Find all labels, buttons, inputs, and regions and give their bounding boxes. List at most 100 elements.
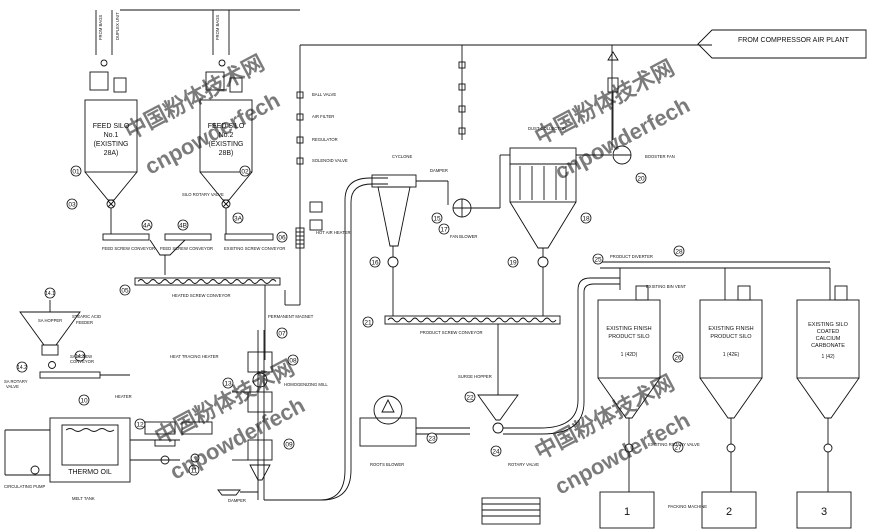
surge-hopper [477,394,519,434]
marker-n141 [44,287,56,299]
cyclone-label: CYCLONE [392,154,412,159]
number-n12: 12 [136,421,144,428]
product-screw-conveyor [384,315,561,395]
existing-screw-label: EXISTING SCREW CONVEYOR [224,246,285,251]
marker-n10 [78,394,90,406]
marker-n6 [276,231,288,243]
finish-silo-2-line1: EXISTING FINISH [708,326,753,332]
number-n8: 08 [289,357,297,364]
permanent-magnet-label: PERMANENT MAGNET [268,314,314,319]
cyclone [371,174,449,316]
marker-n15 [431,212,443,224]
marker-n27 [672,441,684,453]
marker-n143 [74,350,86,362]
packing-station-boxes [599,491,852,529]
sa-rotary-label-2: VALVE [6,384,19,389]
finish-silo-2-tag: 1 (42E) [723,352,740,358]
compressed-air-header [284,44,712,306]
packing-station-2: 2 [726,506,732,518]
sa-screw-label-1: SA SCREW [70,354,92,359]
feed-screw-a-label: FEED SCREW CONVEYOR [102,246,155,251]
number-n4b: 4B [179,222,187,229]
number-n15: 15 [433,215,441,222]
dust-collector [509,147,612,316]
roots-blower-label: ROOTS BLOWER [370,462,404,467]
marker-n9 [283,438,295,450]
air-header-instruments [296,61,466,231]
number-n1: 01 [72,168,80,175]
feed-screw-conveyors [102,208,274,275]
marker-n19 [507,256,519,268]
feed-screw-b-label: FEED SCREW CONVEYOR [160,246,213,251]
feed-silo-1-existing: (EXISTING [93,141,128,148]
number-n3a: 3A [234,215,243,222]
number-n17: 17 [440,226,448,233]
damper-label: DAMPER [430,168,448,173]
pallet-stack [481,497,541,525]
packing-station-3: 3 [821,506,827,518]
finish-silo-2-line2: PRODUCT SILO [710,334,752,340]
finish-silo-1 [597,285,661,492]
number-n5: 05 [121,287,129,294]
coated-silo-line2: COATED [817,329,840,335]
circulating-pump-label: CIRCULATING PUMP [4,484,46,489]
booster-fan-label: BOOSTER FAN [645,154,675,159]
number-n6: 06 [278,234,286,241]
homogenizing-mill-column [232,330,273,500]
number-n20: 20 [637,175,645,182]
hot-air-heater-label: HOT AIR HEATER [316,230,351,235]
compressor-air-label: FROM COMPRESSOR AIR PLANT [738,37,850,44]
number-n2: 02 [241,168,249,175]
number-n141: 14.1 [45,291,55,297]
number-n3: 03 [68,201,76,208]
thermo-oil-label: THERMO OIL [68,469,112,476]
bottom-damper [217,489,258,496]
finish-silo-1-line1: EXISTING FINISH [606,326,651,332]
marker-n26 [672,351,684,363]
finish-silo-1-tag: 1 (42D) [621,352,638,358]
marker-n22 [464,391,476,403]
number-n16: 16 [371,259,379,266]
finish-silo-1-line2: PRODUCT SILO [608,334,650,340]
thermo-oil-tank [4,417,180,483]
fan-blower [452,154,510,218]
hot-air-heater [295,227,305,249]
marker-n17 [438,223,450,235]
marker-n4a [141,219,153,231]
number-n142: 14.2 [17,365,27,371]
number-n9: 09 [285,441,293,448]
sa-screw-conveyor [39,361,130,379]
existing-vent-label: EXISTING BIN VENT [646,284,686,289]
damper-bottom-label: DAMPER [228,498,246,503]
regulator-label: REGULATOR [312,137,338,142]
solenoid-valve-label: SOLENOID VALVE [312,158,348,163]
packing-machine-label: PACKING MACHINE [668,504,707,509]
marker-n20 [635,172,647,184]
marker-n4b [177,219,189,231]
duplex-label: DUPLEX UNIT [115,12,120,40]
marker-n1 [70,165,82,177]
product-diverter-label: PRODUCT DIVERTER [610,254,653,259]
marker-n5 [119,284,131,296]
number-n13: 13 [224,380,232,387]
feed-silo-2-tag: 28B) [219,150,234,157]
silo-rotary-label: SILO ROTARY VALVE [182,192,224,197]
marker-n18 [580,212,592,224]
number-n27: 27 [674,444,682,451]
number-n7: 07 [278,330,286,337]
coated-silo-tag: 1 (42) [821,354,834,360]
number-n143: 14.3 [75,354,85,360]
number-n18: 18 [582,215,590,222]
number-n26: 26 [674,354,682,361]
number-n25: 25 [594,256,602,263]
marker-n16 [369,256,381,268]
number-n11: 11 [191,467,198,474]
compressor-air-arrow [697,29,867,59]
feed-silo-2-num: No.2 [219,132,234,139]
rotary-valve-label: ROTARY VALVE [508,462,539,467]
number-n21: 21 [364,319,372,326]
number-n10: 10 [80,397,88,404]
marker-n8 [287,354,299,366]
heated-screw-label: HEATED SCREW CONVEYOR [172,293,231,298]
melt-tank-label: MELT TANK [72,496,95,501]
